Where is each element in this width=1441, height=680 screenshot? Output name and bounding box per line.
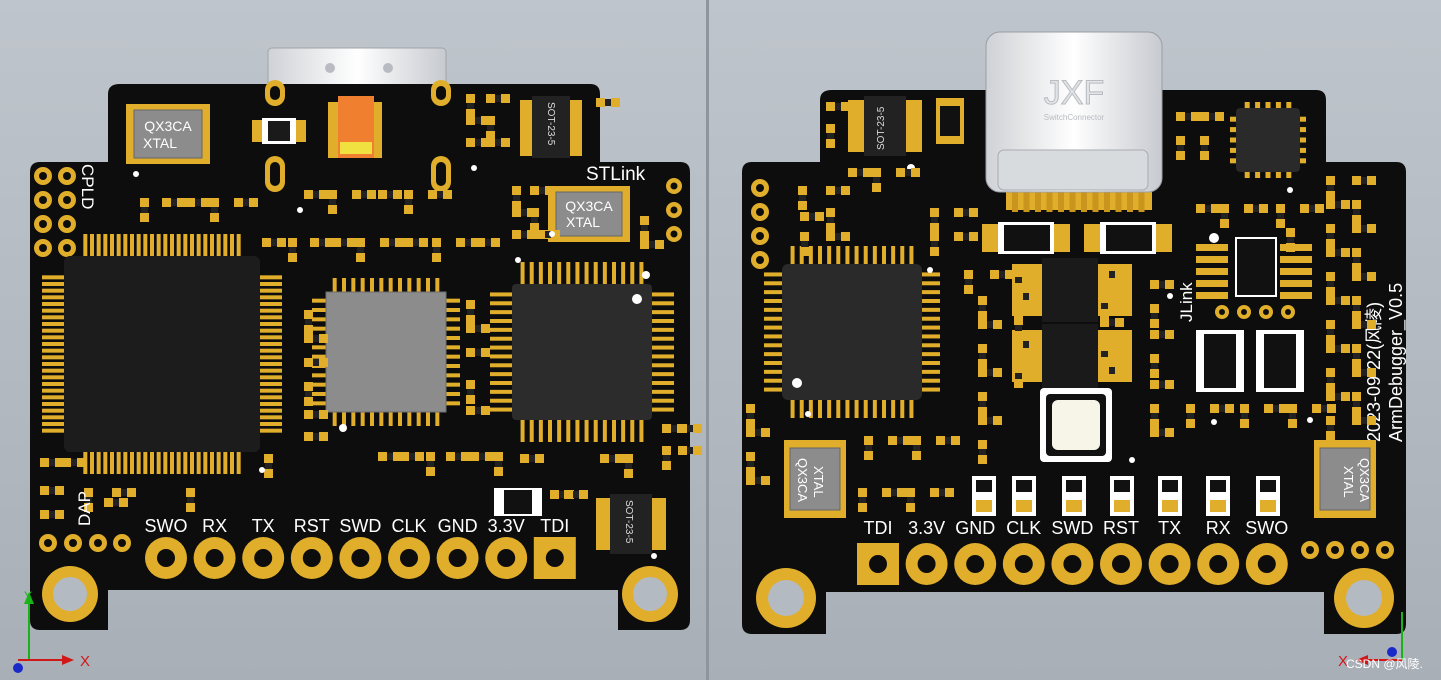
right-axis-x-label: X (1338, 653, 1348, 670)
left-pin-pad-2 (242, 537, 285, 579)
right-pin-pad-6 (1148, 543, 1191, 585)
right-pin-leds (972, 476, 1280, 516)
right-crystal-left-label2: XTAL (811, 466, 826, 498)
stlink-header (666, 178, 682, 242)
right-pin-label-0: TDI (864, 518, 893, 538)
mcu-chip (325, 291, 447, 413)
left-pin-label-0: SWO (145, 516, 188, 536)
left-pin-label-5: CLK (391, 516, 426, 536)
right-crystal-left-label1: QX3CA (795, 458, 810, 502)
right-board: JXF SwitchConnector SOT-23-5 JLink (742, 31, 1407, 634)
left-pin-pad-1 (193, 537, 236, 579)
right-mcu-chip (782, 264, 922, 400)
left-pin-pad-8 (533, 537, 576, 579)
right-crystal-right-label2: XTAL (1341, 466, 1356, 498)
left-pin-pad-7 (485, 537, 528, 579)
left-pin-labels: SWO RX TX RST SWD CLK GND 3.3V TDI (145, 516, 570, 536)
right-pin-labels: TDI 3.3V GND CLK SWD RST TX RX SWO (864, 518, 1289, 538)
right-edge-header (751, 179, 1394, 559)
left-pin-pad-6 (436, 537, 479, 579)
right-crystal-left (789, 447, 841, 511)
right-pin-pad-7 (1197, 543, 1240, 585)
left-pin-pad-4 (339, 537, 382, 579)
qfn-chip (1236, 108, 1300, 172)
stlink-chip (512, 284, 652, 420)
right-crystal-right-label1: QX3CA (1357, 458, 1372, 502)
sot-bottom-label: SOT-23-5 (623, 500, 634, 544)
right-pin-pad-0 (857, 543, 899, 585)
left-pin-label-8: TDI (540, 516, 569, 536)
left-pin-label-7: 3.3V (488, 516, 525, 536)
right-smd-components (746, 102, 1376, 512)
left-smd-components (40, 94, 702, 559)
axis-x-label: X (80, 653, 90, 670)
left-pin-label-3: RST (294, 516, 330, 536)
usb-subtext-label: SwitchConnector (1044, 113, 1105, 122)
cpld-chip-pins (42, 234, 282, 474)
right-pin-pad-4 (1051, 543, 1094, 585)
left-pin-label-6: GND (438, 516, 478, 536)
right-pin-pad-5 (1100, 543, 1142, 585)
left-pin-pads (145, 537, 576, 579)
right-pin-label-3: CLK (1006, 518, 1041, 538)
crystal-left-label1: QX3CA (144, 118, 192, 134)
mcu-chip-pins (312, 278, 460, 426)
crystal-right (555, 191, 623, 237)
right-pin-label-8: SWO (1245, 518, 1288, 538)
right-pin-label-5: RST (1103, 518, 1139, 538)
crystal-right-label1: QX3CA (565, 198, 613, 214)
sot-top-label: SOT-23-5 (545, 102, 556, 146)
cpld-label: CPLD (78, 164, 97, 209)
stlink-label: STLink (586, 164, 646, 185)
right-pin-pads (857, 543, 1288, 585)
right-sot-label: SOT-23-5 (876, 106, 887, 150)
right-pin-pad-8 (1245, 543, 1288, 585)
left-axis-gizmo: X Y (13, 589, 90, 673)
left-pin-pad-3 (290, 537, 333, 579)
version-label: ArmDebugger_V0.5 (1386, 283, 1407, 442)
right-pin-label-6: TX (1158, 518, 1181, 538)
right-pin-label-2: GND (955, 518, 995, 538)
stlink-chip-pins (490, 262, 674, 442)
left-pin-pad-5 (388, 537, 430, 579)
crystal-left-label2: XTAL (143, 135, 177, 151)
axis-y-label: Y (24, 589, 32, 603)
crystal-right-label2: XTAL (566, 214, 600, 230)
left-board: QX3CA XTAL SOT-23-5 CPLD (30, 47, 702, 630)
right-pin-pad-2 (954, 543, 997, 585)
jlink-label: JLink (1177, 282, 1196, 322)
white-sensor (1052, 400, 1100, 450)
cpld-chip (64, 256, 260, 452)
usb-shell-bottom (267, 47, 447, 87)
crystal-left (133, 109, 203, 159)
right-crystal-right (1319, 447, 1371, 511)
left-pin-pad-0 (145, 537, 187, 579)
watermark: CSDN @风陵. (1346, 657, 1423, 671)
left-pin-label-2: TX (252, 516, 275, 536)
right-pin-label-1: 3.3V (908, 518, 945, 538)
cpld-header (34, 167, 76, 257)
viewport-divider (706, 0, 709, 680)
dap-header (39, 534, 131, 552)
dap-label: DAP (75, 491, 94, 526)
right-axis-gizmo: X (1338, 612, 1403, 670)
right-pin-label-4: SWD (1051, 518, 1093, 538)
right-pin-pad-3 (1002, 543, 1045, 585)
left-pin-label-4: SWD (339, 516, 381, 536)
right-pin-pad-1 (905, 543, 948, 585)
left-pin-label-1: RX (202, 516, 227, 536)
usb-brand-label: JXF (1044, 74, 1104, 112)
jlink-pads (1196, 244, 1312, 319)
right-pin-label-7: RX (1206, 518, 1231, 538)
